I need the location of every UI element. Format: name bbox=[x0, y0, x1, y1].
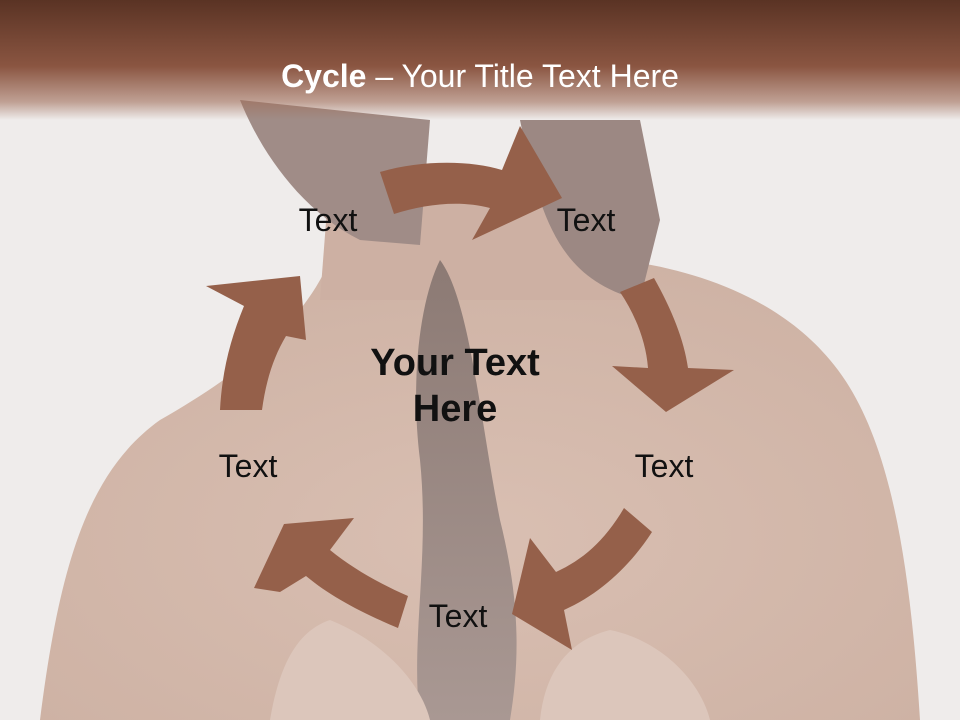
center-text: Your Text Here bbox=[330, 340, 580, 432]
cycle-node-3: Text bbox=[634, 448, 694, 484]
cycle-node-1: Text bbox=[298, 202, 358, 238]
cycle-arrow-1 bbox=[380, 126, 562, 240]
cycle-node-4: Text bbox=[428, 598, 488, 634]
center-text-line2: Here bbox=[412, 388, 498, 430]
slide-title: Cycle – Your Title Text Here bbox=[0, 56, 960, 96]
cycle-node-2: Text bbox=[556, 202, 616, 238]
cycle-arrow-5 bbox=[206, 276, 306, 410]
cycle-arrow-4 bbox=[254, 518, 408, 628]
title-bold: Cycle bbox=[281, 58, 367, 94]
cycle-node-5: Text bbox=[218, 448, 278, 484]
title-bar bbox=[0, 0, 960, 120]
cycle-arrow-3 bbox=[512, 508, 652, 650]
center-text-line1: Your Text bbox=[370, 342, 540, 384]
title-rest: – Your Title Text Here bbox=[366, 58, 679, 94]
cycle-arrow-2 bbox=[612, 278, 734, 412]
